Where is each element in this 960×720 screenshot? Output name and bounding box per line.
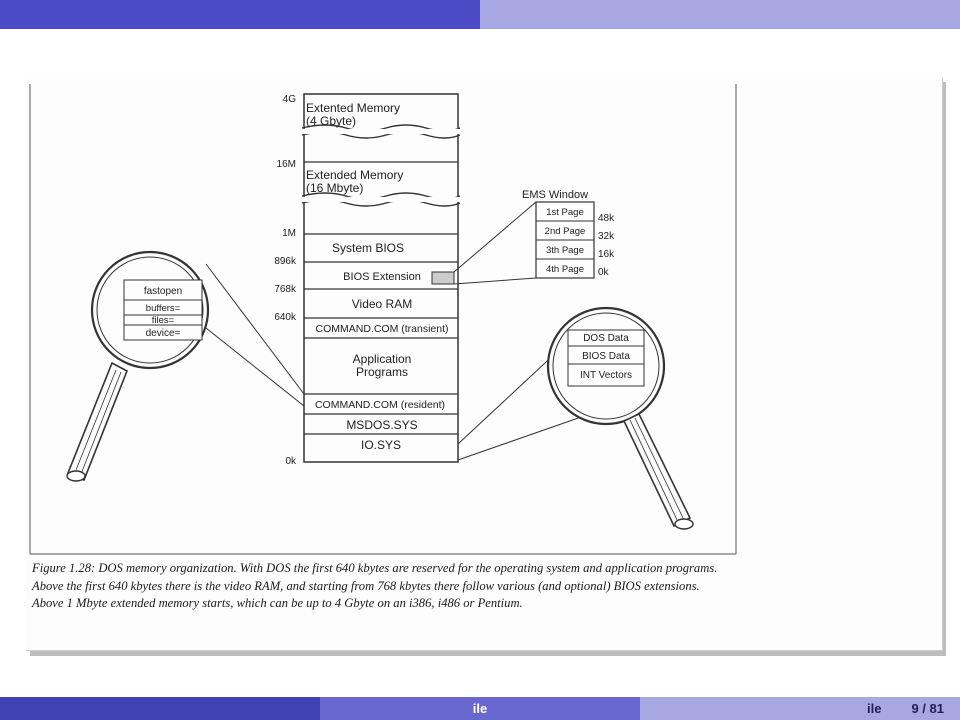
left-mag-item-device: device= xyxy=(146,328,181,339)
footer-author: ile xyxy=(867,701,882,716)
ems-page-4: 4th Page xyxy=(546,264,584,275)
ems-window-box xyxy=(535,201,595,279)
footer-left xyxy=(0,697,320,720)
addr-896k: 896k xyxy=(274,256,297,267)
right-magnifier xyxy=(457,306,694,530)
ems-window-title: EMS Window xyxy=(522,189,588,201)
footer-center-text: ile xyxy=(472,701,488,716)
left-magnifier xyxy=(66,250,305,482)
left-mag-item-fastopen: fastopen xyxy=(144,286,182,297)
header-bar-right xyxy=(480,0,960,29)
footer-center: ile xyxy=(320,697,640,720)
figure-caption: Figure 1.28: DOS memory organization. Wi… xyxy=(32,561,718,610)
right-mag-item-bios-data: BIOS Data xyxy=(582,351,630,362)
block-msdos-sys: MSDOS.SYS xyxy=(346,418,417,432)
header-bar-left xyxy=(0,0,480,29)
block-command-resident: COMMAND.COM (resident) xyxy=(315,399,445,411)
ems-page-3: 3th Page xyxy=(546,245,584,256)
header-bar xyxy=(0,0,960,29)
addr-1m: 1M xyxy=(282,228,296,239)
right-mag-item-int-vectors: INT Vectors xyxy=(580,370,632,381)
ems-offset-32k: 32k xyxy=(598,231,615,242)
addr-768k: 768k xyxy=(274,284,297,295)
block-system-bios: System BIOS xyxy=(332,241,404,255)
block-extended-4g: Extented Memory(4 Gbyte) xyxy=(306,101,400,128)
figure-scan: 4G 16M 1M 896k 768k 640k 0k Extented Mem… xyxy=(26,78,950,660)
ems-offset-0k: 0k xyxy=(598,267,610,278)
ems-page-2: 2nd Page xyxy=(545,226,586,237)
right-mag-item-dos-data: DOS Data xyxy=(583,333,629,344)
block-io-sys: IO.SYS xyxy=(361,438,401,452)
ems-offset-48k: 48k xyxy=(598,213,615,224)
block-video-ram: Video RAM xyxy=(352,297,412,311)
ems-offset-16k: 16k xyxy=(598,249,615,260)
addr-640k: 640k xyxy=(274,312,297,323)
memory-diagram: 4G 16M 1M 896k 768k 640k 0k Extented Mem… xyxy=(29,84,737,555)
left-mag-item-buffers: buffers= xyxy=(146,303,181,314)
footer-bar: ile ile 9 / 81 xyxy=(0,697,960,720)
addr-16m: 16M xyxy=(277,159,296,170)
page-number: 9 / 81 xyxy=(911,701,944,716)
block-command-transient: COMMAND.COM (transient) xyxy=(315,323,448,335)
addr-0k: 0k xyxy=(285,456,297,467)
left-mag-item-files: files= xyxy=(152,315,175,326)
memory-column xyxy=(303,93,459,463)
block-extended-16m: Extended Memory(16 Mbyte) xyxy=(306,168,403,195)
ems-page-1: 1st Page xyxy=(546,207,584,218)
footer-right: ile 9 / 81 xyxy=(640,697,960,720)
addr-4g: 4G xyxy=(283,94,297,105)
block-bios-extension: BIOS Extension xyxy=(343,271,421,283)
figure-page: 4G 16M 1M 896k 768k 640k 0k Extented Mem… xyxy=(26,78,943,651)
